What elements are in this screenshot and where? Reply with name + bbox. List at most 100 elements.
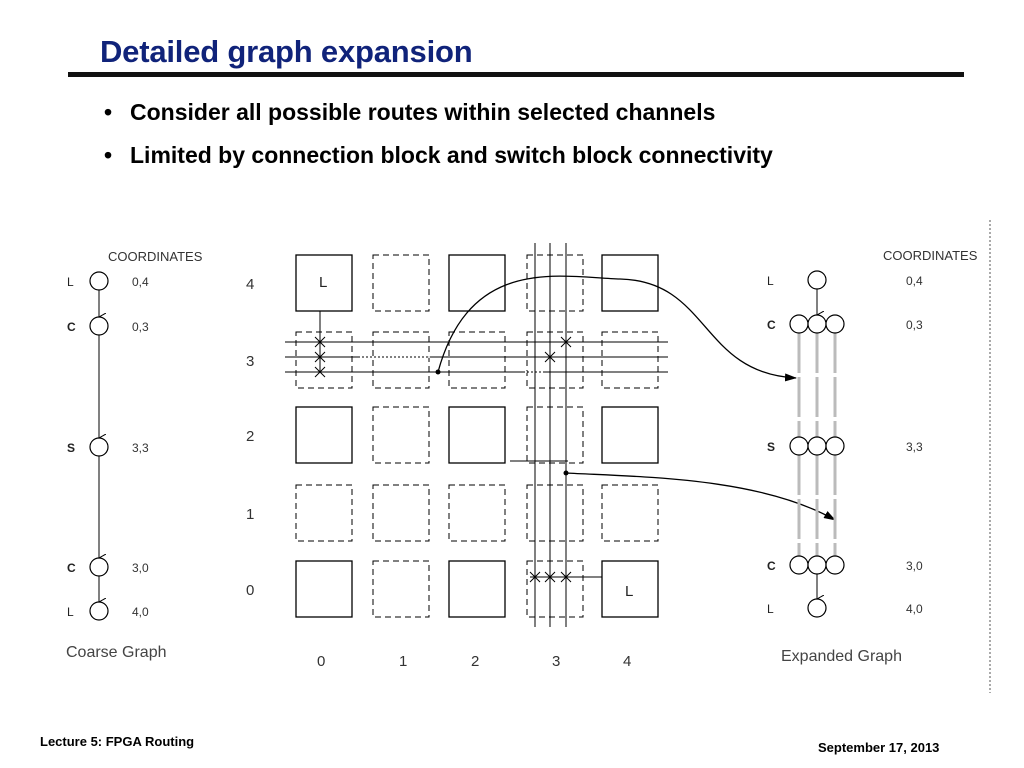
expanded-node	[807, 598, 827, 618]
coarse-node	[89, 316, 109, 336]
expanded-node	[825, 436, 845, 456]
bullet-list: • Consider all possible routes within sel…	[104, 96, 773, 182]
channel-block	[448, 331, 506, 389]
coarse-node-coordinate: 0,3	[132, 320, 149, 334]
logic-block	[601, 560, 659, 618]
source-block-label: L	[319, 274, 327, 291]
logic-block	[601, 254, 659, 312]
channel-block	[601, 484, 659, 542]
logic-block	[295, 560, 353, 618]
expanded-node-type-label: L	[767, 602, 774, 616]
channel-block	[372, 560, 430, 618]
coarse-node-type-label: L	[67, 275, 74, 289]
expanded-node-type-label: L	[767, 274, 774, 288]
channel-block	[601, 331, 659, 389]
logic-block	[448, 406, 506, 464]
channel-block	[448, 484, 506, 542]
sink-block-label: L	[625, 583, 633, 600]
coarse-node	[89, 271, 109, 291]
grid-row-label: 4	[246, 276, 254, 293]
switch-cross	[544, 351, 556, 363]
bullet-item: • Consider all possible routes within sel…	[104, 96, 773, 139]
expansion-arrow-upper	[437, 275, 797, 382]
grid-col-label: 0	[317, 653, 325, 670]
expanded-node-type-label: C	[767, 559, 776, 573]
expanded-node	[807, 270, 827, 290]
channel-block	[526, 254, 584, 312]
logic-block	[448, 254, 506, 312]
logic-block	[295, 254, 353, 312]
coarse-node	[89, 437, 109, 457]
channel-block	[526, 484, 584, 542]
logic-block	[448, 560, 506, 618]
grid-col-label: 1	[399, 653, 407, 670]
coarse-node	[89, 601, 109, 621]
coarse-node-type-label: L	[67, 605, 74, 619]
expanded-node	[825, 314, 845, 334]
grid-blocks	[295, 254, 659, 618]
coarse-node-type-label: C	[67, 561, 76, 575]
expanded-graph-edges	[797, 289, 837, 599]
channel-block	[526, 406, 584, 464]
grid-col-label: 2	[471, 653, 479, 670]
channel-block	[372, 406, 430, 464]
logic-block	[601, 406, 659, 464]
bullet-text: Limited by connection block and switch b…	[130, 142, 773, 168]
slide-title: Detailed graph expansion	[100, 34, 473, 69]
coarse-node-coordinate: 3,3	[132, 441, 149, 455]
coarse-coordinates-header: COORDINATES	[108, 249, 203, 264]
switch-cross	[314, 366, 326, 378]
expanded-node	[825, 555, 845, 575]
title-underline	[68, 72, 964, 77]
bullet-item: • Limited by connection block and switch …	[104, 139, 773, 182]
expanded-node	[807, 436, 827, 456]
expanded-node-coordinate: 3,3	[906, 440, 923, 454]
coarse-node-type-label: C	[67, 320, 76, 334]
expansion-arrow-lower	[565, 472, 836, 521]
expanded-node	[789, 436, 809, 456]
channel-block	[526, 560, 584, 618]
switch-cross	[544, 571, 556, 583]
expanded-node	[789, 555, 809, 575]
channel-block	[295, 331, 353, 389]
switch-crosses	[314, 336, 572, 583]
logic-block	[295, 406, 353, 464]
footer-lecture-title: Lecture 5: FPGA Routing	[40, 734, 195, 749]
expanded-node-type-label: S	[767, 440, 775, 454]
bullet-dot: •	[104, 99, 113, 125]
switch-cross	[314, 351, 326, 363]
switch-cross	[314, 336, 326, 348]
grid-row-label: 3	[246, 353, 254, 370]
channel-block	[372, 254, 430, 312]
coarse-node	[89, 557, 109, 577]
coarse-node-coordinate: 0,4	[132, 275, 149, 289]
grid-col-label: 4	[623, 653, 631, 670]
expanded-node-coordinate: 3,0	[906, 559, 923, 573]
expanded-node	[789, 314, 809, 334]
switch-cross	[529, 571, 541, 583]
grid-row-label: 0	[246, 582, 254, 599]
channel-block	[295, 484, 353, 542]
expanded-node-coordinate: 4,0	[906, 602, 923, 616]
expanded-node-coordinate: 0,3	[906, 318, 923, 332]
routing-tracks	[285, 243, 668, 627]
grid-col-label: 3	[552, 653, 560, 670]
bullet-text: Consider all possible routes within sele…	[130, 99, 716, 125]
switch-cross	[560, 571, 572, 583]
switch-cross	[560, 336, 572, 348]
grid-row-label: 1	[246, 506, 254, 523]
coarse-node-coordinate: 3,0	[132, 561, 149, 575]
channel-block	[372, 484, 430, 542]
footer-date: September 17, 2013	[818, 740, 940, 755]
coarse-node-type-label: S	[67, 441, 75, 455]
expanded-coordinates-header: COORDINATES	[883, 248, 978, 263]
expanded-node-type-label: C	[767, 318, 776, 332]
bullet-dot: •	[104, 142, 113, 168]
